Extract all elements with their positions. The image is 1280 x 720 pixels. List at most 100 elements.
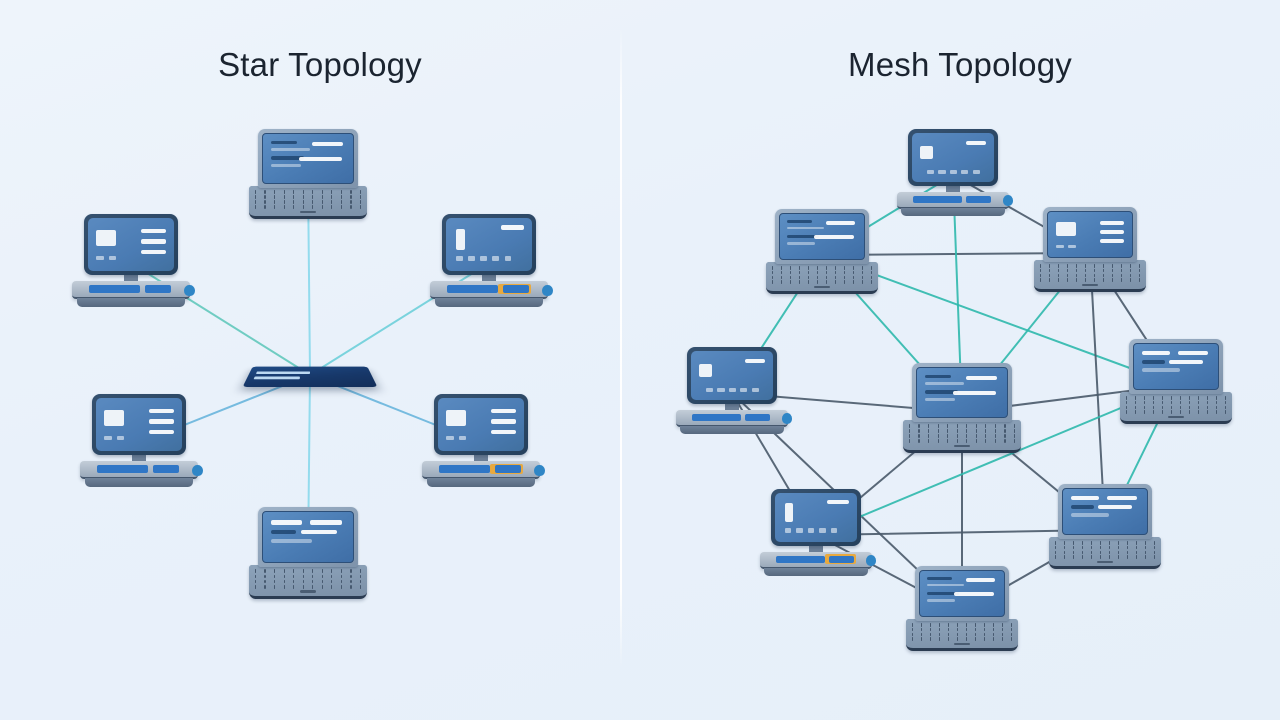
monitor-keyboard-bar: [80, 460, 198, 480]
monitor-stand: [123, 272, 139, 283]
laptop-lid: [914, 566, 1010, 622]
laptop-screen: [1132, 343, 1220, 391]
laptop-screen: [262, 511, 354, 563]
monitor-screen: [437, 398, 525, 451]
device-node-m-left: [676, 347, 793, 439]
monitor-screen: [445, 218, 533, 271]
device-node-m-upper-right: [1034, 207, 1146, 299]
device-node-s-lower-right: [422, 394, 545, 492]
laptop-keys: [254, 190, 362, 209]
keyboard-strip-secondary: [829, 555, 855, 563]
monitor-screen: [95, 398, 183, 451]
laptop-keys: [908, 424, 1016, 443]
keyboard-strip-secondary: [153, 464, 180, 473]
keyboard-strip-secondary: [745, 413, 771, 421]
laptop-lid: [1042, 207, 1138, 263]
monitor-bezel: [83, 214, 179, 275]
keyboard-strip-secondary: [495, 464, 522, 473]
monitor-base-shadow: [764, 568, 868, 577]
laptop-keyboard-base: [1049, 537, 1161, 569]
monitor-keyboard-bar: [760, 551, 872, 570]
laptop-screen: [778, 213, 866, 261]
monitor-bezel: [687, 347, 777, 405]
device-node-s-upper-left: [72, 214, 195, 312]
keyboard-strip: [912, 195, 962, 203]
monitor-keyboard-bar: [897, 191, 1009, 210]
monitor-keyboard-bar: [676, 409, 788, 428]
keyboard-strip: [88, 284, 141, 293]
laptop-keys: [911, 623, 1013, 641]
connection-line: [1089, 252, 1106, 531]
monitor-base-shadow: [901, 208, 1005, 217]
laptop-trackpad: [953, 444, 971, 448]
mouse-icon: [782, 413, 793, 425]
keyboard-strip-secondary: [503, 284, 530, 293]
keyboard-strip: [438, 464, 491, 473]
mouse-icon: [192, 464, 203, 477]
monitor-bezel: [433, 394, 529, 455]
device-node-m-center: [903, 363, 1021, 461]
laptop-trackpad: [1168, 415, 1184, 419]
laptop-keys: [254, 569, 362, 589]
monitor-base-shadow: [84, 478, 194, 488]
monitor-base-shadow: [76, 298, 186, 308]
connection-line: [815, 529, 1106, 536]
laptop-keys: [1039, 264, 1141, 282]
monitor-base-shadow: [434, 298, 544, 308]
connection-line: [815, 384, 1177, 536]
laptop-keyboard-base: [766, 262, 878, 294]
laptop-keys: [1125, 396, 1227, 414]
star-topology-panel: Star Topology: [218, 46, 422, 83]
monitor-bezel: [441, 214, 537, 275]
keyboard-strip: [96, 464, 149, 473]
laptop-lid: [258, 507, 358, 567]
panel-divider: [620, 28, 622, 668]
monitor-base-shadow: [680, 426, 784, 435]
monitor-base-shadow: [426, 478, 536, 488]
mouse-icon: [534, 464, 545, 477]
mouse-icon: [542, 284, 553, 297]
monitor-keyboard-bar: [72, 280, 190, 300]
monitor-screen: [691, 351, 773, 401]
laptop-lid: [258, 129, 358, 188]
monitor-screen: [87, 218, 175, 271]
monitor-stand: [473, 452, 489, 463]
device-node-s-top: [249, 129, 367, 227]
monitor-stand: [809, 544, 823, 554]
keyboard-strip: [775, 555, 825, 563]
laptop-screen: [1046, 211, 1134, 259]
star-topology-title: Star Topology: [218, 46, 422, 83]
laptop-lid: [1057, 484, 1153, 540]
laptop-trackpad: [1082, 283, 1098, 287]
laptop-keyboard-base: [906, 619, 1018, 651]
mesh-topology-panel: Mesh Topology: [640, 0, 1280, 720]
mouse-icon: [1003, 195, 1014, 207]
connection-line: [821, 254, 1177, 386]
monitor-screen: [775, 493, 857, 543]
laptop-keyboard-base: [249, 185, 367, 220]
device-node-m-right: [1120, 339, 1232, 431]
laptop-lid: [1128, 339, 1224, 395]
network-switch-hub: [242, 357, 378, 395]
laptop-keys: [771, 266, 873, 284]
device-node-m-upper-left: [766, 209, 878, 301]
device-node-m-lower-right: [1049, 484, 1161, 576]
keyboard-strip-secondary: [966, 195, 992, 203]
laptop-keys: [1054, 541, 1156, 559]
laptop-trackpad: [1097, 560, 1113, 564]
monitor-bezel: [771, 489, 861, 547]
keyboard-strip: [691, 413, 741, 421]
laptop-trackpad: [954, 642, 970, 646]
mouse-icon: [184, 284, 195, 297]
laptop-lid: [774, 209, 870, 265]
monitor-stand: [131, 452, 147, 463]
switch-body: [242, 366, 378, 387]
monitor-stand: [481, 272, 497, 283]
laptop-screen: [1061, 488, 1149, 536]
laptop-screen: [916, 367, 1008, 418]
keyboard-strip-secondary: [145, 284, 172, 293]
monitor-screen: [912, 133, 994, 183]
device-node-m-bottom: [906, 566, 1018, 658]
laptop-keyboard-base: [1120, 392, 1232, 424]
